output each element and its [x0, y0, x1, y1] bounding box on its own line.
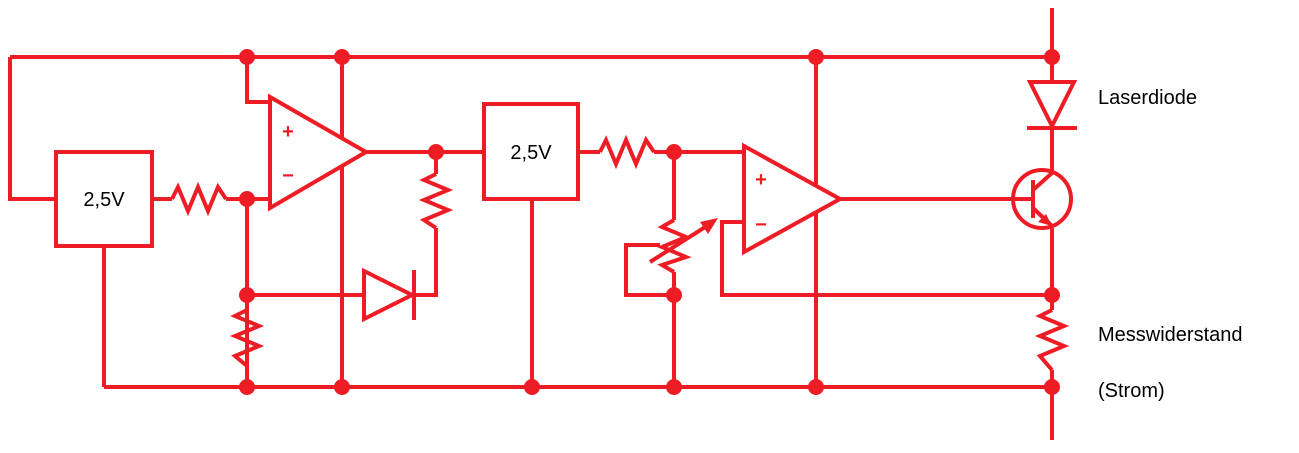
resistor-feedback	[418, 172, 454, 230]
voltage-reference-left: 2,5V	[54, 150, 154, 248]
voltage-reference-left-label: 2,5V	[83, 189, 125, 211]
voltage-reference-mid-label: 2,5V	[510, 142, 552, 164]
wiring	[8, 8, 1054, 440]
voltage-reference-mid: 2,5V	[482, 102, 580, 201]
opamp2-minus-feedback-wire	[720, 220, 1052, 297]
transistor-emitter-arrow	[1038, 214, 1052, 226]
opamp-2-plus-sign: +	[755, 169, 767, 191]
opamp-1: + −	[268, 93, 370, 212]
resistor-series	[598, 134, 656, 170]
junction-dots	[239, 49, 1060, 395]
resistor2-lower-wire	[414, 228, 438, 297]
transistor	[1011, 168, 1073, 230]
left-feedback-wire	[8, 57, 56, 201]
opamp1-plus-wire	[245, 57, 270, 104]
opamp-1-plus-sign: +	[282, 121, 294, 143]
potentiometer-arrow-head	[700, 218, 718, 234]
opamp-2: + −	[742, 142, 845, 256]
label-laser-diode: Laserdiode	[1098, 87, 1197, 109]
potentiometer	[648, 218, 718, 274]
diode-feedback	[362, 267, 417, 323]
resistor-input	[170, 181, 228, 217]
resistor-shunt	[1034, 308, 1070, 372]
pot-wiper-loop-wire	[624, 243, 674, 297]
resistor-ground	[229, 308, 265, 387]
label-current: (Strom)	[1098, 380, 1165, 402]
opamp-1-minus-sign: −	[282, 165, 294, 187]
opamp-2-minus-sign: −	[755, 214, 767, 236]
laser-diode	[1026, 80, 1078, 131]
potentiometer-arrow-shaft	[648, 222, 712, 264]
label-sense-resistor: Messwiderstand	[1098, 324, 1243, 346]
